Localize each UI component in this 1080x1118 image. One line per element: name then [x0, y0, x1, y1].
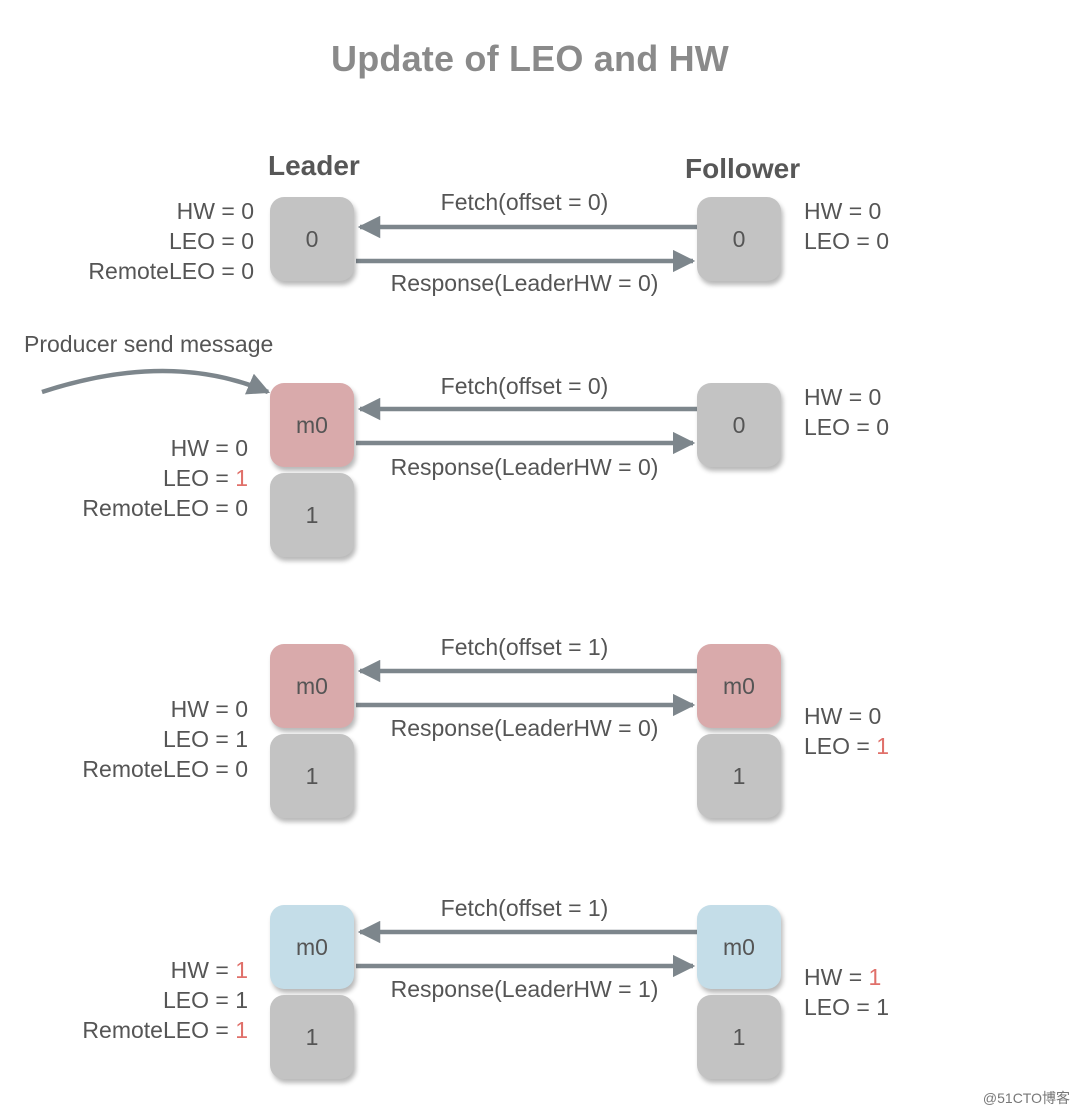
leader-leo-4: LEO = 1	[162, 987, 248, 1013]
follower-hw-1: HW = 0	[804, 198, 882, 224]
follower-log-box: 1	[697, 734, 781, 818]
fetch-label-4: Fetch(offset = 1)	[440, 895, 609, 921]
follower-stats-4: HW = 1 LEO = 1	[804, 962, 889, 1022]
follower-log-box: 0	[697, 383, 781, 467]
fetch-label-2: Fetch(offset = 0)	[440, 373, 609, 399]
leader-log-box: 1	[270, 473, 354, 557]
leader-hw-4: HW = 1	[170, 957, 248, 983]
follower-message-box: m0	[697, 644, 781, 728]
leader-stats-2: HW = 0 LEO = 1 RemoteLEO = 0	[82, 433, 248, 523]
follower-stats-1: HW = 0 LEO = 0	[804, 196, 889, 256]
fetch-label-1: Fetch(offset = 0)	[440, 189, 609, 215]
leader-log-box: 1	[270, 734, 354, 818]
leader-leo-3: LEO = 1	[162, 726, 248, 752]
leader-leo-2: LEO = 1	[162, 465, 248, 491]
follower-committed-box: m0	[697, 905, 781, 989]
follower-log-box: 0	[697, 197, 781, 281]
follower-log-box: 1	[697, 995, 781, 1079]
leader-stats-3: HW = 0 LEO = 1 RemoteLEO = 0	[82, 694, 248, 784]
producer-arrow	[41, 368, 271, 395]
response-label-1: Response(LeaderHW = 0)	[390, 270, 659, 296]
follower-hw-3: HW = 0	[804, 703, 882, 729]
follower-hw-2: HW = 0	[804, 384, 882, 410]
leader-message-box: m0	[270, 383, 354, 467]
leader-leo-1: LEO = 0	[168, 228, 254, 254]
leader-label: Leader	[268, 150, 360, 181]
response-label-3: Response(LeaderHW = 0)	[390, 715, 659, 741]
follower-leo-1: LEO = 0	[804, 228, 890, 254]
leader-remoteleo-2: RemoteLEO = 0	[82, 495, 248, 521]
producer-note: Producer send message	[24, 331, 274, 357]
watermark: @51CTO博客	[982, 1090, 1070, 1106]
leader-remoteleo-1: RemoteLEO = 0	[88, 258, 254, 284]
follower-leo-2: LEO = 0	[804, 414, 890, 440]
follower-label: Follower	[685, 153, 801, 184]
response-label-2: Response(LeaderHW = 0)	[390, 454, 659, 480]
leader-stats-4: HW = 1 LEO = 1 RemoteLEO = 1	[82, 955, 248, 1045]
leader-hw-1: HW = 0	[176, 198, 254, 224]
leader-hw-2: HW = 0	[170, 435, 248, 461]
leader-committed-box: m0	[270, 905, 354, 989]
follower-stats-2: HW = 0 LEO = 0	[804, 382, 889, 442]
follower-stats-3: HW = 0 LEO = 1	[804, 701, 889, 761]
leader-stats-1: HW = 0 LEO = 0 RemoteLEO = 0	[88, 196, 254, 286]
leader-hw-3: HW = 0	[170, 696, 248, 722]
leader-remoteleo-4: RemoteLEO = 1	[82, 1017, 248, 1043]
leader-log-box: 0	[270, 197, 354, 281]
leader-log-box: 1	[270, 995, 354, 1079]
response-label-4: Response(LeaderHW = 1)	[390, 976, 659, 1002]
follower-leo-3: LEO = 1	[804, 733, 890, 759]
leader-remoteleo-3: RemoteLEO = 0	[82, 756, 248, 782]
fetch-label-3: Fetch(offset = 1)	[440, 634, 609, 660]
follower-hw-4: HW = 1	[804, 964, 882, 990]
follower-leo-4: LEO = 1	[804, 994, 890, 1020]
leader-message-box: m0	[270, 644, 354, 728]
page-title: Update of LEO and HW	[331, 38, 729, 79]
